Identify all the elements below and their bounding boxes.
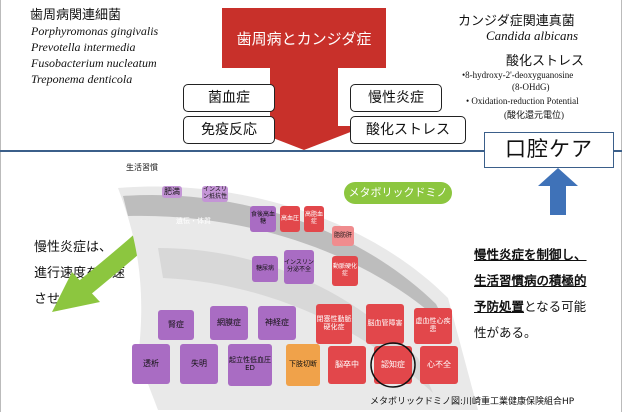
domino-blindness: 失明 <box>180 344 218 384</box>
immune-response-box: 免疫反応 <box>183 116 275 144</box>
periodontal-candida-banner: 歯周病とカンジダ症 <box>222 8 386 68</box>
bacteria-title: 歯周病関連細菌 <box>30 8 122 23</box>
bacteremia-box: 菌血症 <box>183 84 275 112</box>
right-note-rest: となる可能 <box>524 299 587 314</box>
domino-amputation: 下肢切断 <box>286 344 320 386</box>
banner-label: 歯周病とカンジダ症 <box>236 30 372 48</box>
domino-hyperlipidemia: 高脂血症 <box>304 206 324 232</box>
domino-diabetes: 糖尿病 <box>252 256 278 282</box>
section-divider <box>0 150 622 152</box>
left-note-line: 慢性炎症は、 <box>34 240 113 255</box>
oral-care-box: 口腔ケア <box>484 132 614 168</box>
domino-insulin-resistance: インスリン抵抗性 <box>202 186 228 202</box>
lifestyle-label: 生活習慣 <box>126 163 158 172</box>
domino-arteriosclerosis: 動脈硬化症 <box>332 256 358 286</box>
chronic-inflammation-box: 慢性炎症 <box>350 84 442 112</box>
domino-dementia: 認知症 <box>374 346 412 384</box>
domino-dialysis: 透析 <box>132 344 170 384</box>
domino-obesity: 肥満 <box>162 186 182 198</box>
blue-arrow-shaft <box>550 185 566 215</box>
domino-obstructive-arteriosclerosis: 閉塞性動脈硬化症 <box>316 304 352 344</box>
source-credit: メタボリックドミノ図:川崎重工業健康保険組合HP <box>370 397 575 407</box>
domino-neuropathy: 神経症 <box>258 306 296 340</box>
candida-name: Candida albicans <box>486 28 579 43</box>
oxidative-item: •8-hydroxy-2'-deoxyguanosine <box>462 70 574 80</box>
domino-postprandial-hyperglycemia: 食後高血糖 <box>250 206 276 232</box>
oxidative-item: (酸化還元電位) <box>504 110 564 120</box>
metabolic-domino-label: メタボリックドミノ <box>344 182 452 204</box>
oxidative-title: 酸化ストレス <box>506 54 585 69</box>
red-arrow-shaft <box>270 66 338 128</box>
right-note-line: 性がある。 <box>474 325 537 340</box>
domino-hypertension: 高血圧 <box>280 206 300 232</box>
right-note-line: 慢性炎症を制御し、 <box>474 247 587 262</box>
bacteria-item: Treponema denticola <box>31 72 133 86</box>
bacteria-item: Fusobacterium nucleatum <box>31 56 157 70</box>
domino-cerebrovascular: 脳血管障害 <box>366 304 404 344</box>
oxidative-item: • Oxidation-reduction Potential <box>466 96 579 106</box>
dementia-highlight-circle <box>370 342 416 388</box>
domino-nephropathy: 腎症 <box>158 310 194 340</box>
domino-insulin-deficiency: インスリン分泌不全 <box>284 250 314 284</box>
bacteria-item: Prevotella intermedia <box>31 40 136 54</box>
domino-heart-failure: 心不全 <box>420 346 458 384</box>
metabolic-domino-diagram: 生活習慣 遺伝・体質 メタボリックドミノ 肥満 インスリン抵抗性 食後高血糖 高… <box>118 158 478 410</box>
oxidative-item: (8-OHdG) <box>512 82 550 92</box>
bacteria-item: Porphyromonas gingivalis <box>31 24 159 38</box>
domino-stroke: 脳卒中 <box>328 346 366 384</box>
up-arrow-icon <box>538 168 578 186</box>
domino-orthostatic-hypotension: 起立性低血圧ED <box>228 344 272 386</box>
domino-ischemic-heart: 虚血性心疾患 <box>414 308 452 344</box>
right-note-line: 生活習慣病の積極的 <box>474 273 587 288</box>
oxidative-stress-box: 酸化ストレス <box>350 116 466 144</box>
genetics-label: 遺伝・体質 <box>176 217 211 225</box>
right-note-emph: 予防処置 <box>474 299 525 314</box>
domino-retinopathy: 網膜症 <box>210 306 248 340</box>
right-note-line: 予防処置となる可能 <box>474 296 586 315</box>
candida-title: カンジダ症関連真菌 <box>458 14 575 29</box>
domino-fatty-liver: 脂肪肝 <box>332 226 354 246</box>
